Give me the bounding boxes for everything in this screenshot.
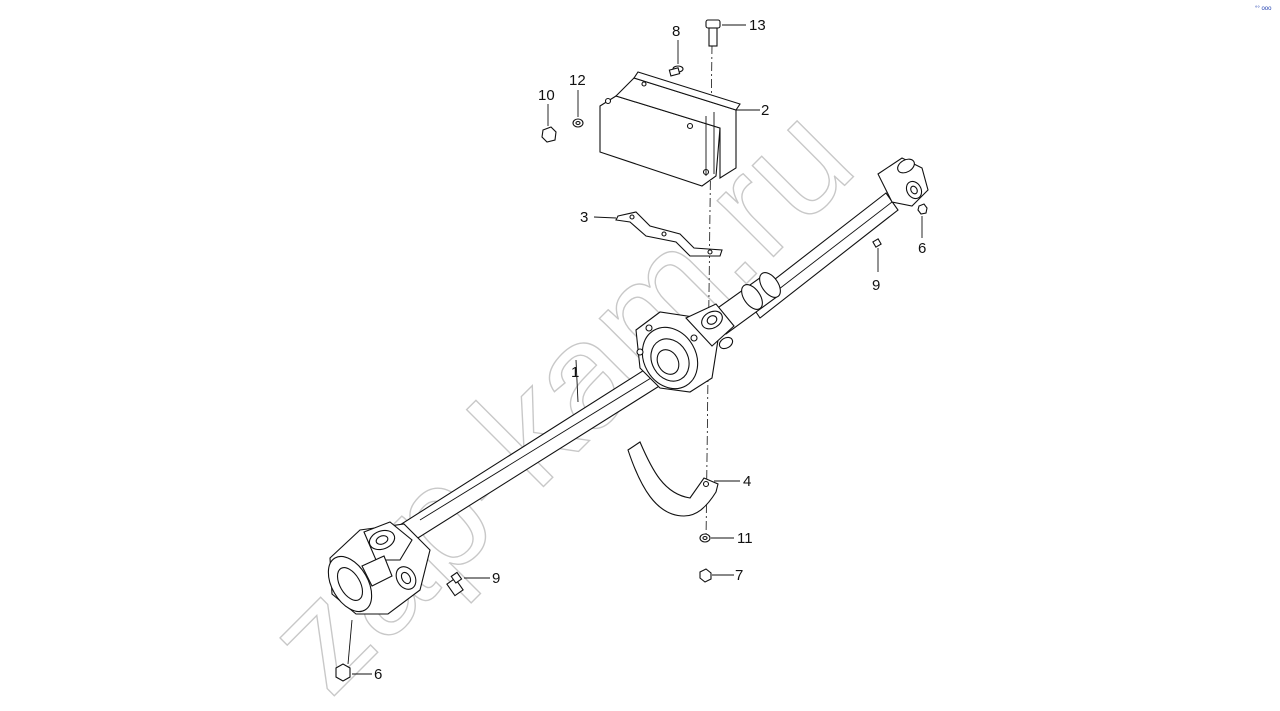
callout-12: 12: [569, 72, 586, 89]
mounting-bracket: 3: [580, 209, 723, 257]
driveshaft-assembly: 1: [327, 157, 929, 615]
corner-mark: °° ooo: [1255, 6, 1272, 12]
callout-1: 1: [571, 364, 579, 381]
callout-4: 4: [743, 473, 751, 490]
center-bearing: [635, 303, 735, 393]
callout-3: 3: [580, 209, 588, 226]
upper-universal-joint: [877, 157, 929, 207]
callout-11: 11: [737, 530, 753, 547]
assembly-axis: [705, 44, 713, 541]
lower-universal-joint: [327, 521, 431, 615]
callout-7: 7: [735, 567, 743, 584]
callout-8: 8: [672, 23, 680, 40]
guard-plate: 2: [599, 71, 769, 187]
nut-6-upper: 6: [917, 203, 928, 257]
callout-6-upper: 6: [918, 240, 926, 257]
bolt-13: 13: [705, 17, 766, 47]
support-strap: 4: [627, 441, 751, 517]
washer-12: 12: [569, 72, 586, 128]
nut-10: 10: [538, 87, 557, 143]
callout-9-lower: 9: [492, 570, 500, 587]
screw-8: 8: [668, 23, 684, 77]
callout-9-upper: 9: [872, 277, 880, 294]
callout-6-lower: 6: [374, 666, 382, 683]
nut-6-lower: 6: [335, 619, 382, 683]
screw-9-upper: 9: [872, 238, 882, 294]
bolt-9-lower: 9: [446, 570, 500, 597]
callout-13: 13: [749, 17, 766, 34]
nut-7: 7: [699, 567, 743, 584]
watermark: zap-kam.ru: [234, 73, 883, 711]
washer-11: 11: [699, 530, 753, 547]
callout-10: 10: [538, 87, 555, 104]
callout-2: 2: [761, 102, 769, 119]
